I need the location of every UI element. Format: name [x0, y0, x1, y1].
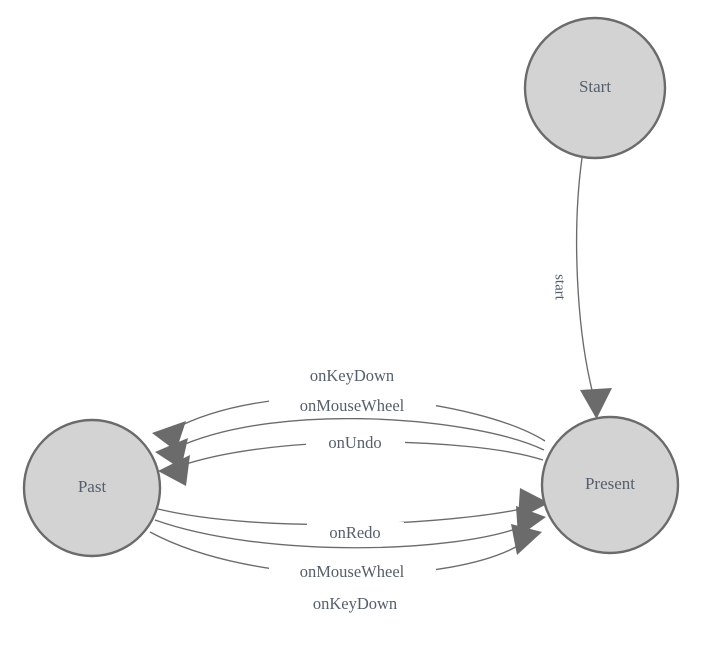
edge-label-start-halo	[549, 262, 570, 314]
edge-label-onmousewheel-bottom-halo	[269, 561, 436, 584]
edge-past-to-present-onredo[interactable]	[157, 488, 549, 526]
arrowhead-past-to-present-onkeydown	[511, 524, 542, 555]
edge-label-onmousewheel-top-group: onMouseWheel	[269, 395, 436, 418]
edge-label-onmousewheel-top-halo	[269, 395, 436, 418]
edge-present-to-past-onmousewheel-path	[175, 417, 545, 451]
edge-label-onmousewheel-top: onMouseWheel	[300, 396, 405, 415]
edge-label-onkeydown-bottom: onKeyDown	[313, 594, 397, 613]
node-past[interactable]: Past	[22, 418, 162, 558]
edge-label-start: start	[552, 274, 568, 301]
edge-start-to-present-path	[575, 157, 595, 399]
node-past-label: Past	[78, 477, 107, 496]
edge-past-to-present-onmousewheel-path	[154, 519, 525, 549]
edge-label-onmousewheel-bottom-group: onMouseWheel	[269, 561, 436, 584]
edge-start-to-present[interactable]	[575, 157, 612, 419]
node-present-label: Present	[585, 474, 635, 493]
edge-label-onkeydown-top: onKeyDown	[310, 366, 394, 385]
edge-label-start-group: start	[549, 262, 570, 314]
node-past-circle	[22, 418, 162, 558]
edge-label-onkeydown-bottom-halo	[284, 593, 427, 616]
node-start-label: Start	[579, 77, 611, 96]
node-start-circle	[523, 16, 667, 160]
edge-label-onundo: onUndo	[328, 433, 381, 452]
node-present[interactable]: Present	[540, 415, 680, 555]
edge-label-onundo-halo	[306, 432, 405, 455]
edge-label-onredo: onRedo	[329, 523, 380, 542]
arrowhead-start-to-present	[580, 388, 612, 419]
edge-label-onundo-group: onUndo	[306, 432, 405, 455]
edge-label-onkeydown-top-halo	[281, 365, 424, 388]
arrowhead-present-to-past-onundo	[158, 455, 190, 486]
node-start[interactable]: Start	[523, 16, 667, 160]
edge-label-onkeydown-bottom-group: onKeyDown	[284, 593, 427, 616]
edge-label-onredo-group: onRedo	[307, 522, 404, 545]
node-present-circle	[540, 415, 680, 555]
edge-label-onredo-halo	[307, 522, 404, 545]
edge-label-onmousewheel-bottom: onMouseWheel	[300, 562, 405, 581]
edge-label-onkeydown-top-group: onKeyDown	[281, 365, 424, 388]
